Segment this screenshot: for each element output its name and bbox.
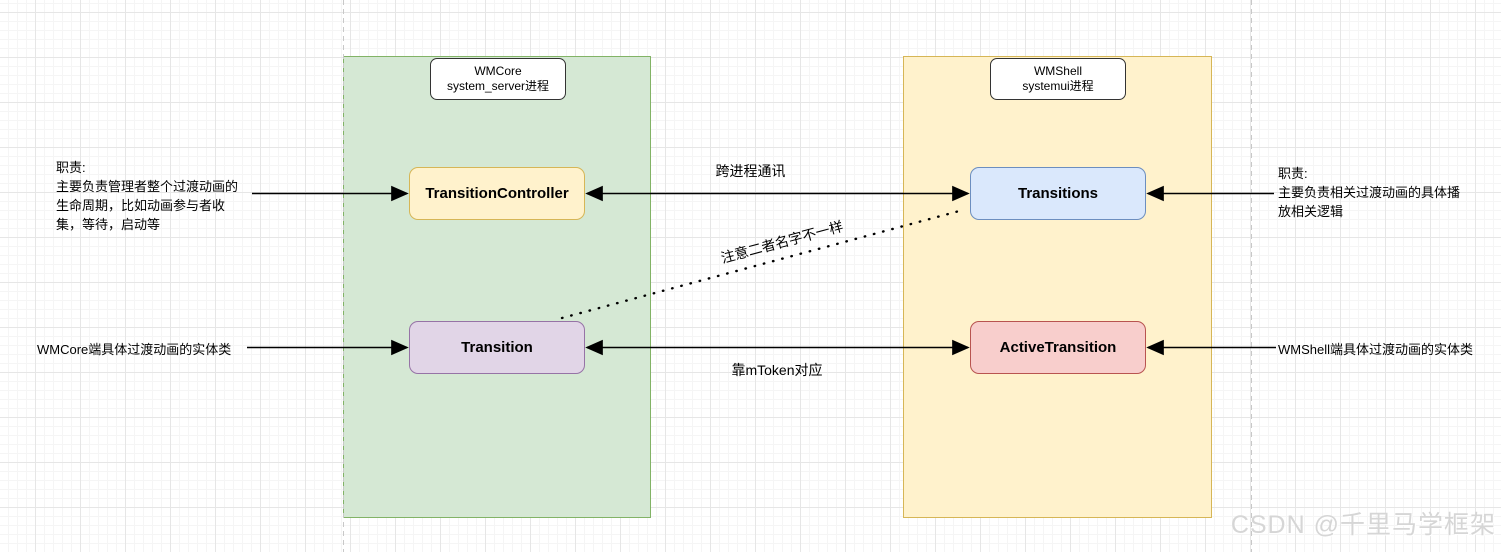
wmshell-process-label-line1: WMShell [1033, 64, 1082, 78]
annotation-wmshell-duty: 职责: 主要负责相关过渡动画的具体播 放相关逻辑 [1278, 164, 1460, 221]
annotation-wmshell-duty-line3: 放相关逻辑 [1278, 204, 1344, 219]
csdn-watermark: CSDN @千里马学框架 [1230, 511, 1496, 539]
node-transition: Transition [409, 321, 585, 374]
node-transitions: Transitions [970, 167, 1146, 220]
annotation-wmcore-entity: WMCore端具体过渡动画的实体类 [37, 342, 232, 357]
wmcore-process-label-line2: system_server进程 [446, 79, 550, 93]
wmcore-process-container [343, 56, 651, 518]
wmcore-process-label-line1: WMCore [474, 64, 522, 78]
node-transitioncontroller: TransitionController [409, 167, 585, 220]
annotation-wmcore-duty-line3: 生命周期，比如动画参与者收 [56, 198, 226, 213]
edge-label-token-mapping: 靠mToken对应 [731, 362, 823, 378]
annotation-wmshell-entity: WMShell端具体过渡动画的实体类 [1278, 342, 1474, 357]
node-activetransition: ActiveTransition [970, 321, 1146, 374]
annotation-wmshell-duty-line1: 职责: [1278, 166, 1308, 181]
node-activetransition-label: ActiveTransition [999, 339, 1117, 356]
wmshell-process-label: WMShell systemui进程 [990, 58, 1126, 100]
annotation-wmcore-duty-line4: 集，等待，启动等 [56, 217, 161, 232]
wmcore-process-label: WMCore system_server进程 [430, 58, 566, 100]
node-transition-label: Transition [461, 339, 533, 356]
annotation-wmcore-duty-line1: 职责: [56, 160, 86, 175]
annotation-wmshell-duty-line2: 主要负责相关过渡动画的具体播 [1278, 185, 1461, 200]
wmshell-process-label-line2: systemui进程 [1022, 79, 1094, 93]
dotted-name-note-connector [560, 208, 965, 320]
node-transitions-label: Transitions [1017, 185, 1099, 202]
annotation-wmcore-duty: 职责: 主要负责管理者整个过渡动画的 生命周期，比如动画参与者收 集，等待，启动… [56, 158, 238, 234]
node-transitioncontroller-label: TransitionController [425, 185, 569, 202]
edge-label-cross-process: 跨进程通讯 [715, 163, 786, 179]
wmshell-process-container [903, 56, 1212, 518]
annotation-wmcore-duty-line2: 主要负责管理者整个过渡动画的 [56, 179, 239, 194]
